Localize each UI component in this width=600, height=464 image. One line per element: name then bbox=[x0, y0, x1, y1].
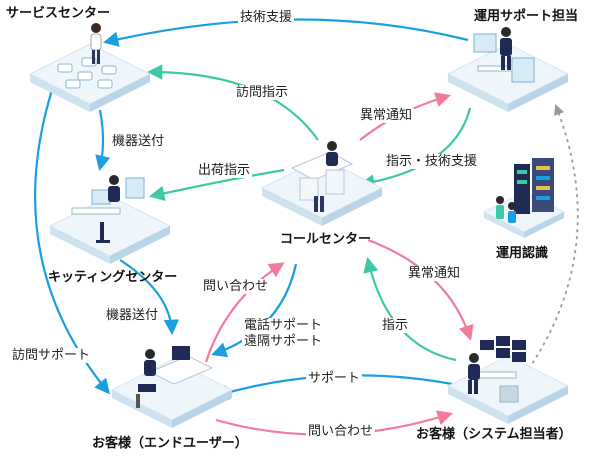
edge-label-visit-support: 訪問サポート bbox=[10, 348, 93, 363]
node-label-kitting-center: キッティングセンター bbox=[48, 270, 178, 285]
node-label-call-center: コールセンター bbox=[280, 232, 372, 247]
call-center-node bbox=[260, 141, 384, 226]
edge-label-device-ship-bottom: 機器送付 bbox=[104, 308, 161, 323]
node-label-customer-end: お客様（エンドユーザー） bbox=[92, 436, 248, 451]
edge-label-inquiry-bottom: 問い合わせ bbox=[306, 424, 376, 439]
edge-label-phone-remote: 電話サポート 遠隔サポート bbox=[242, 318, 325, 350]
server-racks-icon bbox=[57, 57, 117, 89]
node-label-ops-support: 運用サポート担当 bbox=[474, 9, 579, 24]
edge-device-ship-top bbox=[95, 109, 111, 172]
admin-person-icon bbox=[468, 353, 480, 394]
customer-end-node bbox=[110, 346, 234, 428]
ops-support-node bbox=[446, 27, 570, 112]
edge-ship-instruction bbox=[148, 168, 285, 201]
user-person-icon bbox=[136, 349, 156, 408]
edge-label-visit-instruction: 訪問指示 bbox=[234, 85, 291, 100]
edge-ops-recognition bbox=[522, 103, 579, 378]
edge-label-ship-instruction: 出荷指示 bbox=[196, 163, 253, 178]
staff-person-icon bbox=[90, 23, 102, 64]
edge-label-support: サポート bbox=[306, 371, 363, 386]
edge-label-anomaly-notice-top: 異常通知 bbox=[358, 108, 415, 123]
edge-label-instruction-tech: 指示・技術支援 bbox=[384, 154, 480, 169]
edge-inquiry-left bbox=[204, 262, 285, 363]
technician-person-icon bbox=[96, 175, 120, 243]
edge-label-device-ship-top: 機器送付 bbox=[110, 134, 167, 149]
monitor-icon bbox=[125, 177, 145, 199]
edge-label-instruction-right: 指示 bbox=[380, 318, 411, 333]
monitor-icon bbox=[511, 57, 535, 83]
node-label-ops-recognition: 運用認識 bbox=[496, 246, 549, 261]
kitting-center-node bbox=[48, 175, 172, 264]
operator-headset-icon bbox=[314, 141, 338, 212]
laptop-icon bbox=[172, 346, 190, 360]
people-icon bbox=[496, 196, 516, 223]
service-center-node bbox=[28, 23, 152, 112]
edge-device-ship-bottom bbox=[119, 259, 180, 336]
edge-label-inquiry-left: 問い合わせ bbox=[201, 279, 271, 294]
edge-label-tech-support: 技術支援 bbox=[238, 10, 295, 25]
server-rack-icon bbox=[514, 158, 554, 214]
ops-recognition-node bbox=[482, 158, 566, 238]
monitor-icon bbox=[91, 189, 111, 205]
operator-person-icon bbox=[500, 27, 512, 70]
node-label-customer-sys: お客様（システム担当者） bbox=[416, 427, 572, 442]
multi-monitor-icon bbox=[480, 336, 526, 362]
node-label-service-center: サービスセンター bbox=[6, 6, 111, 21]
monitor-icon bbox=[473, 33, 497, 53]
customer-sys-node bbox=[446, 336, 570, 424]
edge-label-anomaly-notice-right: 異常通知 bbox=[406, 266, 463, 281]
edge-visit-instruction bbox=[146, 64, 319, 141]
